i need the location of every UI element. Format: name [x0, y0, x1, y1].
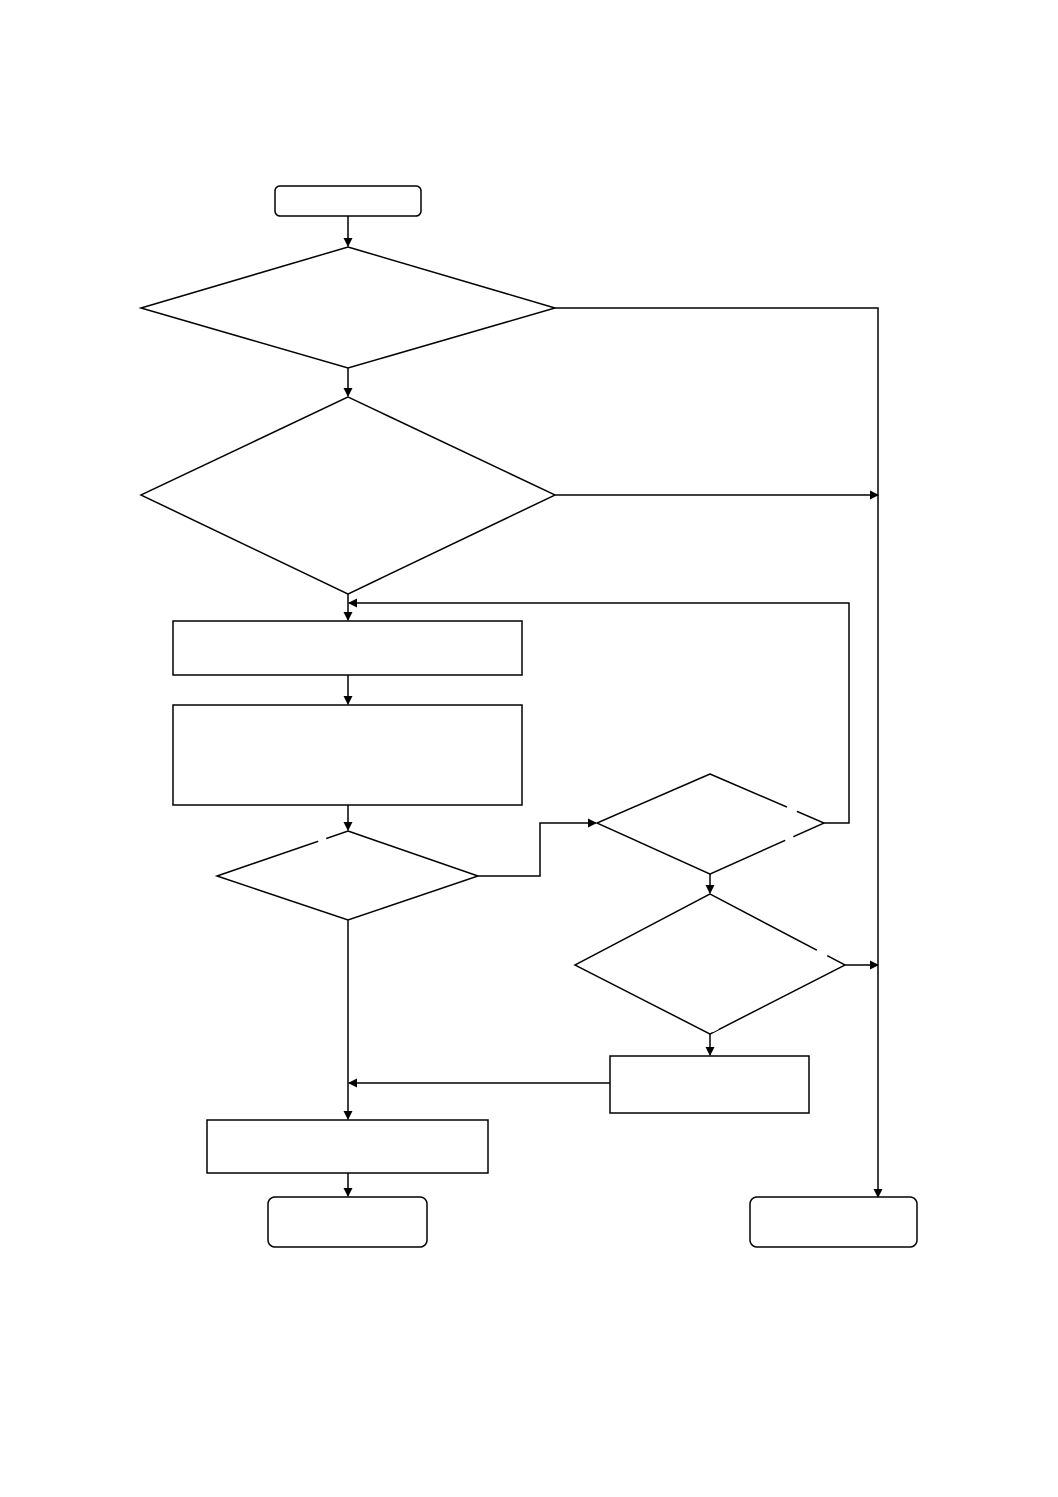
nodes [138, 185, 918, 1248]
arrowhead [343, 696, 353, 705]
process-3-box [609, 1055, 810, 1114]
decision-5-diamond [573, 893, 847, 1035]
process-1-box [172, 620, 523, 676]
arrowhead [343, 1188, 353, 1197]
decision-2-diamond [139, 396, 557, 595]
connectors [343, 216, 883, 1198]
process-2-box [172, 704, 523, 806]
end-left-terminal [267, 1196, 428, 1248]
edge-break [816, 948, 828, 958]
arrowhead [343, 238, 353, 247]
process-4-box [206, 1119, 489, 1174]
edge-decision-4-loop-to-process-1 [349, 602, 850, 824]
end-right-terminal [749, 1196, 918, 1248]
arrowhead [348, 598, 357, 608]
edge-breaks [317, 805, 828, 1033]
decision-3-diamond [214, 830, 481, 921]
arrowhead [870, 490, 879, 500]
edge-break [317, 836, 327, 843]
arrowhead [705, 885, 715, 894]
arrowhead [873, 1189, 883, 1198]
decision-1-diamond [138, 246, 558, 369]
arrowhead [343, 822, 353, 831]
edge-break [786, 805, 798, 813]
arrowhead [343, 612, 353, 621]
arrowhead [588, 818, 597, 828]
start-terminal [274, 185, 422, 217]
arrowhead [343, 388, 353, 397]
arrowhead [348, 1078, 357, 1088]
edge-decision-1-to-end-right [555, 307, 879, 1196]
arrowhead [343, 1111, 353, 1120]
arrowhead [705, 1047, 715, 1056]
arrowhead [870, 960, 879, 970]
decision-4-diamond [595, 773, 826, 875]
edge-break [784, 834, 794, 842]
edge-break [711, 1026, 719, 1033]
edge-decision-3-to-decision-4 [478, 822, 596, 877]
